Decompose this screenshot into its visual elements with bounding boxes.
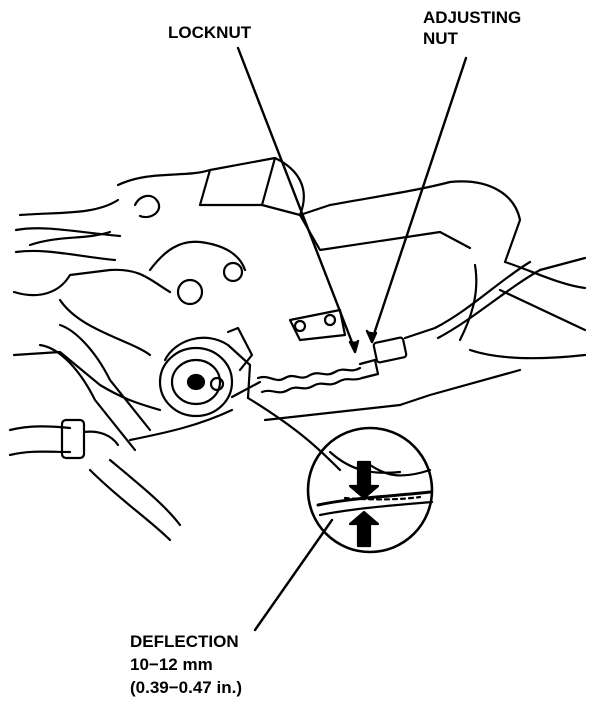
throttle-cable (230, 260, 542, 472)
adjusting-nut-label-line1: ADJUSTING (423, 8, 522, 27)
throttle-drum (158, 326, 254, 418)
engine-block (12, 156, 587, 442)
locknut-label: LOCKNUT (168, 23, 252, 42)
leader-lines (236, 46, 468, 632)
deflection-detail (306, 426, 434, 554)
deflection-mm-value: 10−12 mm (130, 655, 213, 674)
deflection-label: DEFLECTION (130, 632, 239, 651)
coolant-hoses (8, 194, 247, 542)
cable-bracket (288, 308, 347, 342)
adjusting-nut-label-line2: NUT (423, 29, 458, 48)
deflection-inch-value: (0.39−0.47 in.) (130, 678, 242, 697)
